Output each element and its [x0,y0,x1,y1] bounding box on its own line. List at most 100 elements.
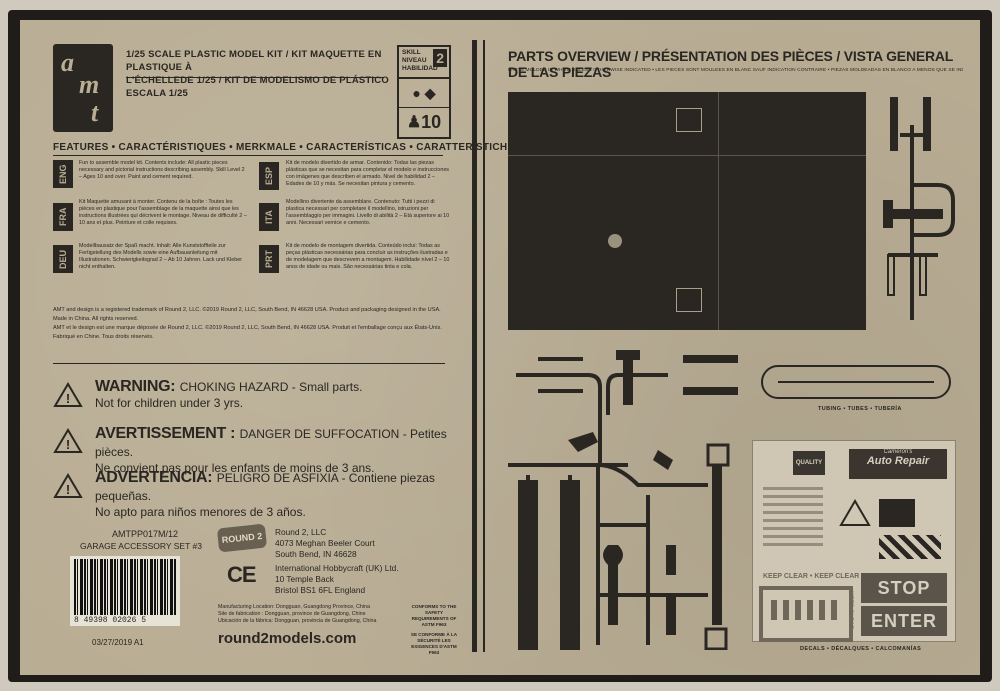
barcode-bars [74,559,176,615]
astm-line1: CONFORMS TO THE SAFETY REQUIREMENTS OF A… [411,604,457,627]
paint-icon: ● [412,85,421,101]
decal-dark-sign [879,499,915,527]
product-id: AMTPP017M/12 GARAGE ACCESSORY SET #3 [80,528,202,552]
skill-label-en: SKILL [402,49,421,56]
amt-logo: a m t [53,44,113,132]
product-code: AMTPP017M/12 [111,529,179,539]
mfg-line1: Manufacturing Location: Dongguan, Guangd… [218,604,370,610]
decal-auto-repair-title: Auto Repair [866,455,930,467]
age-row: ♟ 10 [399,108,449,136]
skill-label-block: SKILL NIVEAU HABILIDAD 2 [399,47,449,79]
parts-overview-subtitle: PARTS MOLDED IN WHITE UNLESS OTHERWISE I… [508,68,963,73]
warning-en-sub: Not for children under 3 yrs. [95,396,244,410]
panel-light-spot [608,234,622,248]
kit-title: 1/25 SCALE PLASTIC MODEL KIT / KIT MAQUE… [126,48,391,100]
tubing-caption: TUBING • TUBES • TUBERÍA [818,406,902,412]
warning-en-tail: - Small parts. [288,380,363,394]
lang-badge-prt: PRT [259,245,279,273]
company-city: South Bend, IN 46628 [275,549,357,559]
age-number: 10 [421,111,442,132]
decal-small-labels [763,486,823,546]
warning-fr-tail: - Petites pièces. [95,427,447,459]
warning-es-hazard: PELIGRO DE ASFIXIA [216,471,339,485]
sprue-tree-right [883,97,955,320]
print-date: 03/27/2019 A1 [92,638,144,647]
decal-keep-clear-vertical: KEEP CLEAR [847,591,853,630]
warning-triangle-icon: ! [53,428,83,453]
lang-text-fra: Kit Maquette amusant à monter. Contenu d… [79,199,247,226]
center-divider-thin [483,40,485,652]
legal-line4: Fabriqué en Chine. Tous droits réservés. [53,334,154,340]
features-rule [53,155,443,156]
decals-caption: DECALS • DÉCALQUES • CALCOMANÍAS [800,646,922,652]
lang-badge-deu: DEU [53,245,73,273]
panel-latch-bottom [676,288,702,312]
title-rule [126,77,384,78]
warning-fr: AVERTISSEMENT : DANGER DE SUFFOCATION - … [95,425,465,475]
warning-es-sub: No apto para niños menores de 3 años. [95,505,306,519]
manufacturing-location: Manufacturing Location: Dongguan, Guangd… [218,604,408,625]
tubing-coil [761,365,951,399]
astm-compliance: CONFORMS TO THE SAFETY REQUIREMENTS OF A… [408,604,460,656]
lang-badge-ita: ITA [259,203,279,231]
mfg-line2: Site de fabrication : Dongguan, province… [218,611,366,617]
parts-overview-title: PARTS OVERVIEW / PRÉSENTATION DES PIÈCES… [508,48,953,80]
warning-fr-title: AVERTISSEMENT : [95,425,236,442]
uk-company-name: International Hobbycraft (UK) Ltd. [275,563,399,573]
mfg-line3: Ubicación de la fábrica: Dongguan, provi… [218,618,377,624]
product-name: GARAGE ACCESSORY SET #3 [80,541,202,551]
lang-badge-fra: FRA [53,203,73,231]
warning-es-tail: - Contiene piezas pequeñas. [95,471,435,503]
uk-city: Bristol BS1 6FL England [275,585,366,595]
lang-text-deu: Modellbausatz der Spaß macht. Inhalt: Al… [79,243,243,270]
company-street: 4073 Meghan Beeler Court [275,538,375,548]
skill-label-fr: NIVEAU [402,57,427,64]
legal-line3: AMT et le design est une marque déposée … [53,325,442,331]
legal-line2: Made in China. All rights reserved. [53,316,139,322]
logo-letter-m: m [79,70,100,99]
kit-title-line2: L'ÉCHELLEDE 1/25 / KIT DE MODELISMO DE P… [126,75,389,99]
round2-logo: ROUND 2 [216,523,268,553]
decal-sheet: QUALITY Cameron's Auto Repair KEEP CLEAR… [752,440,956,642]
logo-letter-t: t [91,98,99,127]
lang-text-eng: Fun to assemble model kit. Contents incl… [79,160,245,180]
company-address: Round 2, LLC 4073 Meghan Beeler Court So… [275,527,375,560]
company-name: Round 2, LLC [275,527,327,537]
sprue-tree-main [508,350,738,650]
lang-badge-eng: ENG [53,160,73,188]
barcode: 8 49398 02026 5 [70,556,180,626]
panel-latch-top [676,108,702,132]
warning-en: WARNING: CHOKING HAZARD - Small parts. N… [95,378,455,410]
skill-label-es: HABILIDAD [402,65,438,72]
astm-line2: SE CONFORME À LA SÉCURITÉ LES EXIGENCES … [410,632,458,655]
decal-warning-triangle-icon [839,499,871,526]
decal-auto-repair: Cameron's Auto Repair [849,449,947,479]
warning-fr-hazard: DANGER DE SUFFOCATION [239,427,400,441]
paint-glue-row: ● ◆ [399,79,449,108]
decal-enter: ENTER [861,606,947,636]
features-heading: FEATURES • CARACTÉRISTIQUES • MERKMALE •… [53,142,515,153]
legal-notice: AMT and design is a registered trademark… [53,306,453,342]
uk-address: International Hobbycraft (UK) Ltd. 10 Te… [275,563,399,596]
kit-title-line1: 1/25 SCALE PLASTIC MODEL KIT / KIT MAQUE… [126,49,382,73]
decal-hazard-stripes [879,535,941,559]
warning-en-hazard: CHOKING HAZARD [179,380,289,394]
warning-es: ADVERTENCIA: PELIGRO DE ASFIXIA - Contie… [95,469,465,519]
center-divider-thick [472,40,477,652]
barcode-digits: 8 49398 02026 5 [74,616,147,625]
logo-letter-a: a [61,48,74,77]
skill-level-badge: SKILL NIVEAU HABILIDAD 2 ● ◆ ♟ 10 [397,45,451,139]
decal-quality: QUALITY [793,451,825,475]
panel-seam-horizontal [508,155,866,156]
legal-rule [53,363,445,364]
svg-text:!: ! [66,437,70,452]
warning-es-title: ADVERTENCIA: [95,469,213,486]
warning-triangle-icon: ! [53,382,83,407]
lang-text-ita: Modellino divertente da assemblare. Cont… [286,199,450,226]
lang-badge-esp: ESP [259,162,279,190]
glue-icon: ◆ [424,84,436,101]
svg-text:!: ! [66,391,70,406]
ce-mark-icon: CE [227,562,257,587]
warning-triangle-icon: ! [53,473,83,498]
person-icon: ♟ [406,114,422,131]
